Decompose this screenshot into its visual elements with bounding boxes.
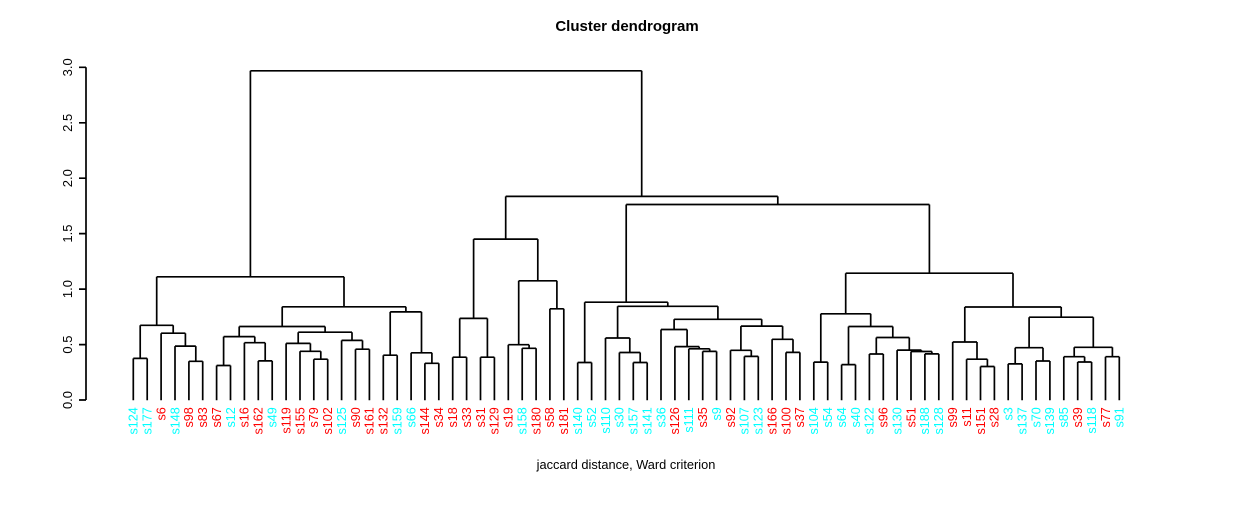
svg-text:s102: s102 xyxy=(321,407,335,434)
svg-text:s151: s151 xyxy=(974,407,988,434)
svg-text:s34: s34 xyxy=(432,407,446,427)
svg-text:s123: s123 xyxy=(752,407,766,434)
svg-text:s177: s177 xyxy=(141,407,155,434)
svg-text:s6: s6 xyxy=(154,407,168,420)
svg-text:s33: s33 xyxy=(460,407,474,427)
svg-text:3.0: 3.0 xyxy=(60,58,75,76)
svg-text:s11: s11 xyxy=(960,407,974,426)
svg-text:s130: s130 xyxy=(890,407,904,434)
svg-text:s58: s58 xyxy=(543,407,557,427)
svg-text:s28: s28 xyxy=(988,407,1002,427)
svg-text:s92: s92 xyxy=(724,407,738,427)
svg-text:s36: s36 xyxy=(654,407,668,427)
svg-text:s148: s148 xyxy=(168,407,182,434)
svg-text:s16: s16 xyxy=(238,407,252,427)
svg-text:s40: s40 xyxy=(849,407,863,427)
svg-text:s104: s104 xyxy=(807,407,821,434)
svg-text:s155: s155 xyxy=(293,407,307,434)
svg-text:1.5: 1.5 xyxy=(60,225,75,243)
svg-text:s129: s129 xyxy=(488,407,502,434)
svg-text:s107: s107 xyxy=(738,407,752,434)
svg-text:Cluster dendrogram: Cluster dendrogram xyxy=(555,18,698,35)
svg-text:s79: s79 xyxy=(307,407,321,427)
svg-text:2.5: 2.5 xyxy=(60,114,75,132)
svg-text:s128: s128 xyxy=(932,407,946,434)
svg-text:s99: s99 xyxy=(946,407,960,427)
svg-text:s98: s98 xyxy=(182,407,196,427)
svg-text:s157: s157 xyxy=(627,407,641,434)
svg-text:2.0: 2.0 xyxy=(60,169,75,187)
svg-text:jaccard distance, Ward criteri: jaccard distance, Ward criterion xyxy=(536,457,716,472)
svg-text:s51: s51 xyxy=(904,407,918,427)
svg-text:s35: s35 xyxy=(696,407,710,427)
svg-text:s132: s132 xyxy=(377,407,391,434)
svg-text:s124: s124 xyxy=(127,407,141,434)
svg-text:s110: s110 xyxy=(599,407,613,433)
svg-text:s18: s18 xyxy=(446,407,460,427)
svg-text:s96: s96 xyxy=(877,407,891,427)
svg-text:s54: s54 xyxy=(821,407,835,427)
svg-text:s141: s141 xyxy=(641,407,655,434)
svg-text:s39: s39 xyxy=(1071,407,1085,427)
svg-text:s125: s125 xyxy=(335,407,349,434)
svg-text:s119: s119 xyxy=(279,407,293,433)
svg-text:s31: s31 xyxy=(474,407,488,427)
svg-text:s9: s9 xyxy=(710,407,724,420)
svg-text:s181: s181 xyxy=(557,407,571,434)
svg-text:s111: s111 xyxy=(682,407,696,432)
svg-text:s139: s139 xyxy=(1043,407,1057,434)
svg-text:s161: s161 xyxy=(363,407,377,434)
svg-text:s83: s83 xyxy=(196,407,210,427)
svg-text:s140: s140 xyxy=(571,407,585,434)
svg-text:s90: s90 xyxy=(349,407,363,427)
svg-text:1.0: 1.0 xyxy=(60,280,75,298)
svg-text:s49: s49 xyxy=(266,407,280,427)
svg-text:s144: s144 xyxy=(418,407,432,434)
svg-text:s137: s137 xyxy=(1015,407,1029,434)
svg-text:s77: s77 xyxy=(1099,407,1113,427)
svg-text:s180: s180 xyxy=(529,407,543,434)
svg-text:s122: s122 xyxy=(863,407,877,434)
svg-text:s30: s30 xyxy=(613,407,627,427)
svg-text:s37: s37 xyxy=(793,407,807,427)
svg-text:0.0: 0.0 xyxy=(60,391,75,409)
svg-text:s19: s19 xyxy=(502,407,516,427)
svg-text:s100: s100 xyxy=(779,407,793,434)
svg-text:s159: s159 xyxy=(391,407,405,434)
svg-text:s70: s70 xyxy=(1029,407,1043,427)
svg-text:s12: s12 xyxy=(224,407,238,427)
svg-text:s162: s162 xyxy=(252,407,266,434)
svg-text:s158: s158 xyxy=(516,407,530,434)
svg-text:s52: s52 xyxy=(585,407,599,427)
svg-text:s118: s118 xyxy=(1085,407,1099,433)
svg-text:s188: s188 xyxy=(918,407,932,434)
svg-text:s126: s126 xyxy=(668,407,682,434)
svg-text:0.5: 0.5 xyxy=(60,336,75,354)
svg-text:s166: s166 xyxy=(765,407,779,434)
svg-text:s66: s66 xyxy=(404,407,418,427)
svg-text:s91: s91 xyxy=(1113,407,1127,427)
svg-text:s3: s3 xyxy=(1002,407,1016,420)
svg-text:s67: s67 xyxy=(210,407,224,427)
svg-text:s64: s64 xyxy=(835,407,849,427)
svg-text:s85: s85 xyxy=(1057,407,1071,427)
